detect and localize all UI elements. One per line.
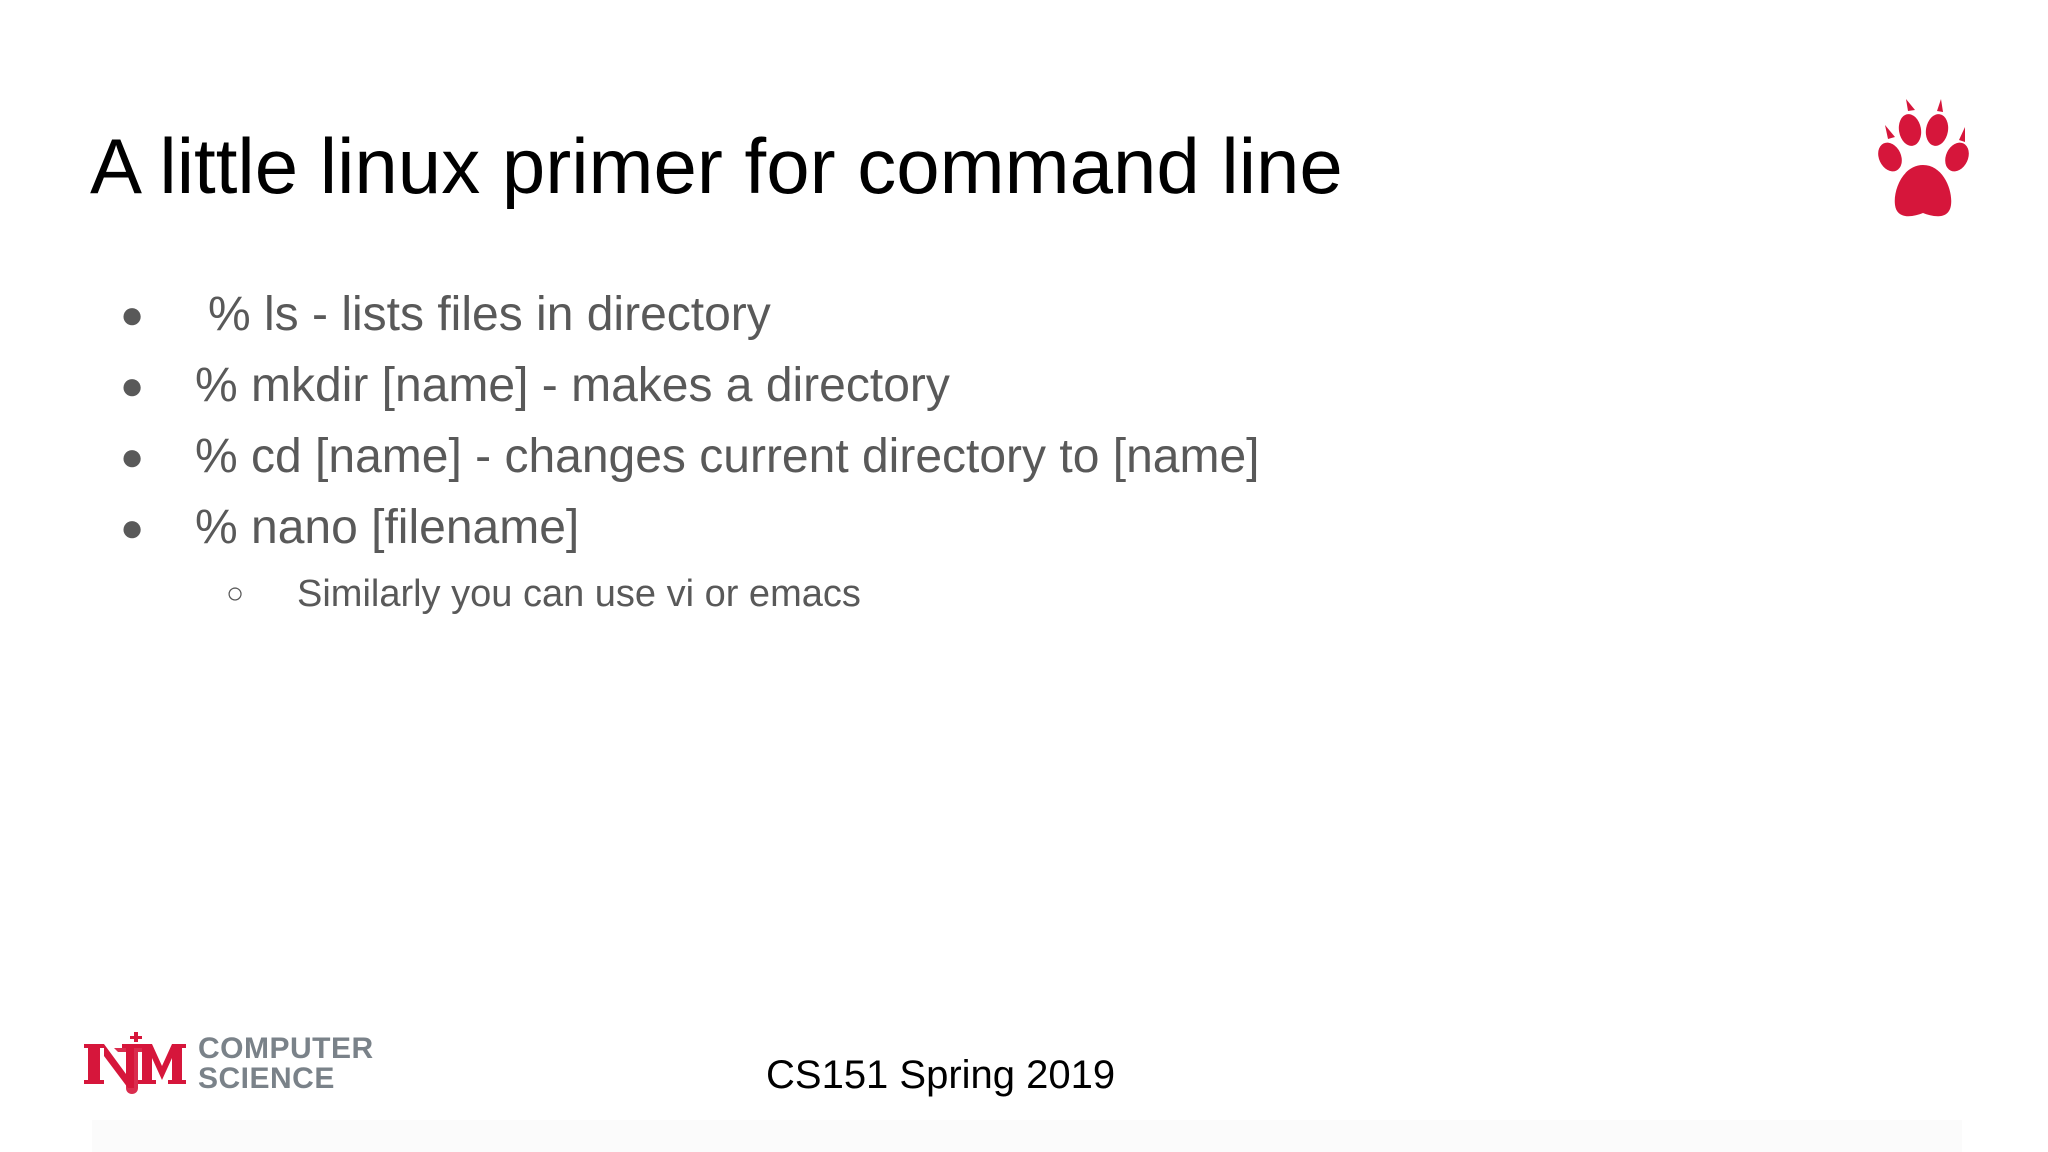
bullet-marker: ● [120,506,145,550]
sub-list-item: ○ Similarly you can use vi or emacs [0,569,1700,629]
bullet-marker: ● [120,435,145,479]
list-item: ● % mkdir [name] - makes a directory [0,356,1700,427]
sub-bullet-marker: ○ [226,577,245,610]
bullet-text: % ls - lists files in directory [208,288,771,341]
logo-text-science: SCIENCE [198,1062,335,1095]
list-item: ● % nano [filename] [0,498,1700,569]
bullet-list: ● % ls - lists files in directory ● % mk… [0,285,1700,629]
logo-text-computer: COMPUTER [198,1032,374,1065]
bullet-marker: ● [120,364,145,408]
bullet-marker: ● [120,293,145,337]
list-item: ● % cd [name] - changes current director… [0,427,1700,498]
slide-title: A little linux primer for command line [90,122,1343,210]
bullet-text: % nano [filename] [195,501,580,554]
bullet-text: % cd [name] - changes current directory … [195,430,1260,483]
unm-computer-science-logo: COMPUTER SCIENCE [82,1030,382,1100]
paw-print-icon [1878,99,1969,217]
course-label: CS151 Spring 2019 [766,1053,1116,1097]
sub-bullet-text: Similarly you can use vi or emacs [297,573,861,615]
unm-logo-icon [84,1032,186,1094]
bullet-text: % mkdir [name] - makes a directory [195,359,950,412]
footer-band [92,1120,1962,1152]
list-item: ● % ls - lists files in directory [0,285,1700,356]
